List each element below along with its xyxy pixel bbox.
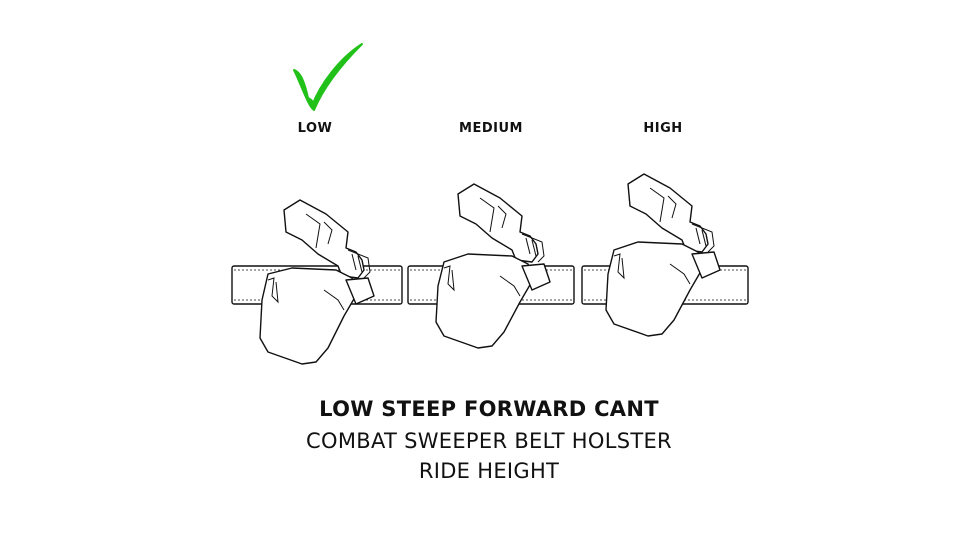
option-label-high: HIGH: [643, 121, 683, 136]
caption-ride-height: RIDE HEIGHT: [418, 459, 560, 483]
holster-illustration-medium: [407, 183, 575, 349]
option-label-low: LOW: [297, 121, 333, 136]
holster-illustration-low: [231, 199, 403, 365]
caption-product-name: COMBAT SWEEPER BELT HOLSTER: [306, 429, 672, 453]
caption-title: LOW STEEP FORWARD CANT: [319, 397, 659, 421]
holster-illustration-high: [581, 173, 749, 337]
option-label-medium: MEDIUM: [459, 121, 523, 136]
checkmark-icon: [293, 43, 363, 111]
